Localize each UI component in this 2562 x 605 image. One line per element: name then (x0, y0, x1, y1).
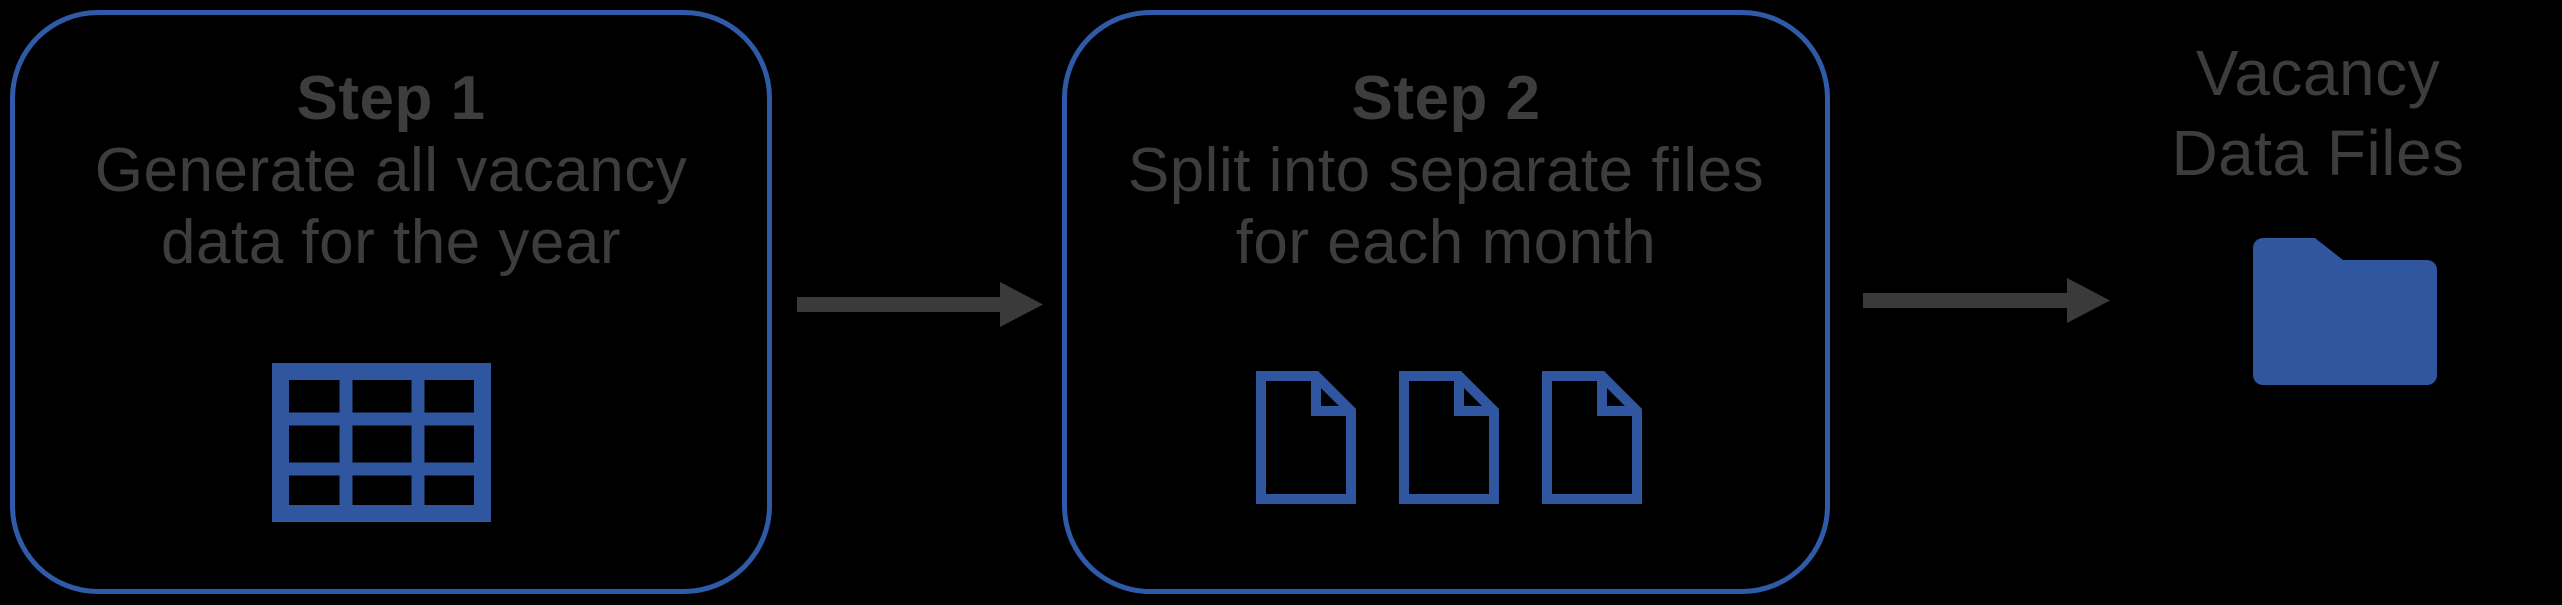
step-2-text: Step 2 Split into separate files for eac… (1067, 63, 1825, 279)
step-2-title: Step 2 (1351, 64, 1541, 133)
step-1-box: Step 1 Generate all vacancy data for the… (10, 10, 772, 594)
step-2-box: Step 2 Split into separate files for eac… (1062, 10, 1830, 594)
documents-icon-group (1256, 371, 1642, 504)
arrow-right-icon (797, 282, 1043, 327)
output-label-line2: Data Files (2171, 117, 2465, 189)
document-icon (1399, 371, 1499, 504)
document-icon (1256, 371, 1356, 504)
output-label: Vacancy Data Files (2108, 33, 2528, 193)
folder-icon (2253, 238, 2437, 385)
table-grid-icon (272, 363, 491, 522)
step-2-description-line2: for each month (1235, 208, 1657, 277)
output-label-line1: Vacancy (2195, 37, 2441, 109)
document-icon (1542, 371, 1642, 504)
step-1-description-line1: Generate all vacancy (94, 136, 688, 205)
step-2-description-line1: Split into separate files (1127, 136, 1765, 205)
arrow-right-icon (1863, 278, 2110, 323)
step-1-description-line2: data for the year (161, 208, 621, 277)
step-1-title: Step 1 (296, 64, 486, 133)
step-1-text: Step 1 Generate all vacancy data for the… (15, 63, 767, 279)
